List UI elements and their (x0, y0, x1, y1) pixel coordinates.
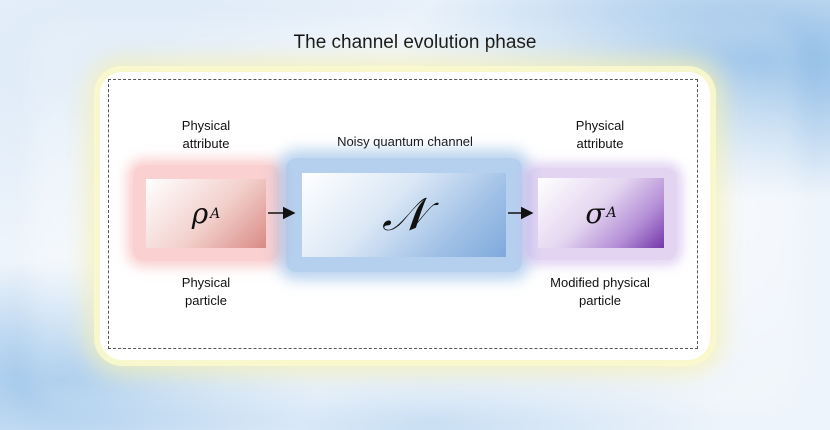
rho-subscript: A (210, 205, 221, 222)
output-attribute-line-1: Physical (575, 118, 625, 133)
input-attribute-line-1: Physical (181, 118, 231, 133)
phase-frame (108, 79, 698, 349)
channel-label: Noisy quantum channel (337, 134, 473, 149)
output-particle-label: Modified physical particle (530, 274, 670, 310)
output-attribute-line-2: attribute (576, 136, 624, 151)
input-attribute-label: Physical attribute (156, 117, 256, 153)
input-particle-line-2: particle (185, 293, 227, 308)
noisy-channel-box: 𝒩 (302, 173, 506, 257)
output-particle-line-2: particle (579, 293, 621, 308)
output-attribute-label: Physical attribute (550, 117, 650, 153)
input-particle-label: Physical particle (156, 274, 256, 310)
input-particle-line-1: Physical (181, 275, 231, 290)
sigma-symbol: σ (585, 196, 605, 230)
sigma-subscript: A (606, 205, 617, 221)
input-attribute-line-2: attribute (182, 136, 230, 151)
diagram-title: The channel evolution phase (293, 32, 537, 53)
channel-symbol: 𝒩 (381, 187, 427, 241)
output-particle-line-1: Modified physical (550, 275, 650, 290)
rho-symbol: ρ (191, 197, 209, 230)
